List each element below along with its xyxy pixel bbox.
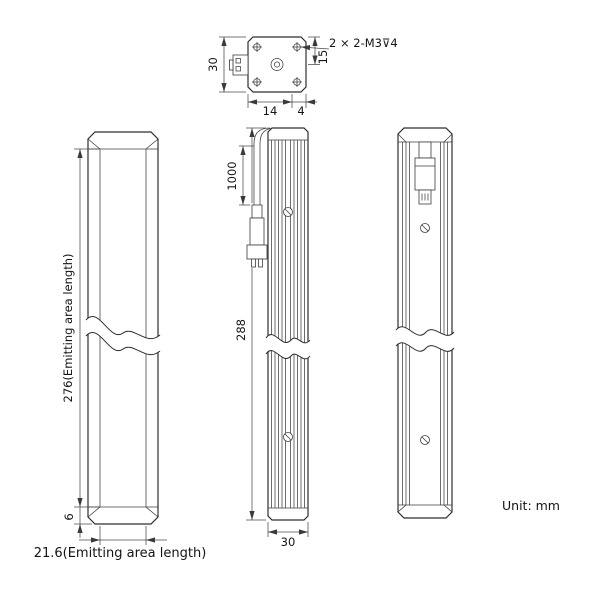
emitting-length-dim: 276(Emitting area length) <box>61 253 75 402</box>
emitting-width-dim: 21.6(Emitting area length) <box>34 546 207 561</box>
power-connector-tab <box>229 59 234 71</box>
plug-shoulder <box>246 244 268 260</box>
hole-crosshair <box>252 42 302 87</box>
connector-pin <box>235 66 241 72</box>
connector-pin <box>235 58 241 64</box>
center-boss-inner <box>274 61 280 68</box>
top-view-hole-offset-top-dim: 15 <box>316 50 330 65</box>
side-view <box>265 127 311 521</box>
cable-length-dim: 1000 <box>225 161 239 190</box>
top-view-height-dim: 30 <box>206 57 220 72</box>
cable-boot <box>251 204 263 219</box>
rear-connector-neck <box>418 141 432 159</box>
break-line <box>395 326 455 336</box>
top-view-hole-offset-left-dim: 14 <box>263 104 278 118</box>
heatsink-ribs <box>271 140 305 508</box>
break-line <box>265 350 311 360</box>
top-view-hole-offset-right-dim: 4 <box>297 104 304 118</box>
center-boss <box>270 58 284 71</box>
side-view-dimensions: 288 1000 30 <box>225 127 309 549</box>
end-cap-dim: 6 <box>62 513 76 520</box>
rear-connector-body <box>414 157 436 191</box>
top-view <box>229 36 307 93</box>
front-view-body-outline <box>87 131 159 525</box>
plug-body <box>249 217 265 246</box>
top-view-dimensions: 30 14 4 15 2 × 2-M3⊽4 <box>206 36 398 118</box>
plug-pin <box>258 258 263 268</box>
break-line <box>85 316 161 340</box>
break-line <box>85 332 161 356</box>
cable-assembly <box>246 127 277 268</box>
body-grooves <box>402 142 448 505</box>
front-view <box>85 131 161 525</box>
plug-pin <box>251 258 256 268</box>
power-connector <box>232 54 249 76</box>
thread-callout: 2 × 2-M3⊽4 <box>329 36 398 50</box>
unit-note: Unit: mm <box>502 498 560 513</box>
cable <box>259 127 277 205</box>
break-line <box>395 342 455 352</box>
cable <box>253 127 271 205</box>
connector-pins <box>421 193 429 201</box>
front-view-dimensions: 276(Emitting area length) 6 21.6(Emittin… <box>34 148 207 561</box>
break-line <box>265 334 311 344</box>
back-view <box>395 127 455 519</box>
back-view-body-outline <box>397 127 453 519</box>
body-length-dim: 288 <box>234 319 248 341</box>
side-view-body-outline <box>267 127 309 521</box>
body-width-dim: 30 <box>281 535 296 549</box>
